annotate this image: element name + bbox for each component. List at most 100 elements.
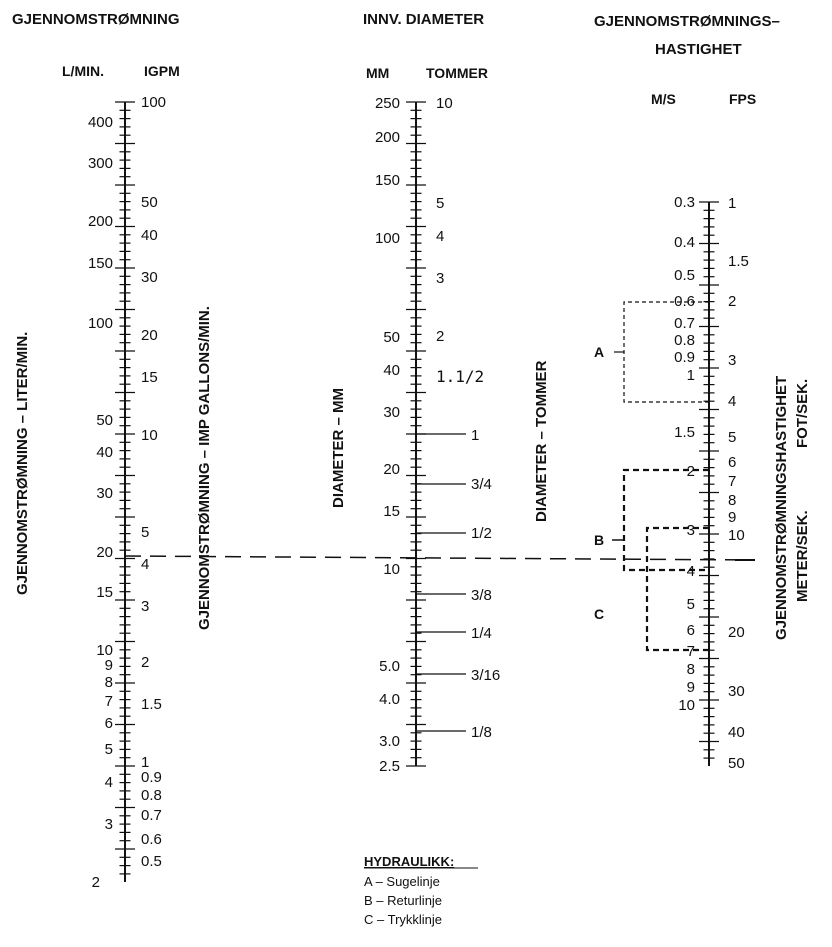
diameter-title-mm: DIAMETER – MM [330, 388, 347, 508]
velocity-left-label: 3 [687, 522, 695, 539]
flow-right-label: 30 [141, 269, 158, 286]
diameter-right-label: 4 [436, 228, 444, 245]
legend-item-c: C – Trykklinje [364, 912, 442, 927]
zone-a-bracket [623, 301, 709, 403]
velocity-ticks [699, 201, 719, 759]
velocity-right-label: 8 [728, 492, 736, 509]
flow-scale: GJENNOMSTRØMNING L/MIN. IGPM 400 300 200… [12, 11, 213, 891]
legend-item-b: B – Returlinje [364, 893, 442, 908]
velocity-left-label: 7 [687, 643, 695, 660]
diameter-right-label: 1/4 [471, 625, 492, 642]
diameter-left-label: 15 [383, 503, 400, 520]
velocity-scale: GJENNOMSTRØMNINGS– HASTIGHET M/S FPS 0.3… [594, 13, 811, 772]
zone-a-label: A [594, 344, 604, 360]
velocity-right-label: 2 [728, 293, 736, 310]
flow-left-label: 10 [96, 642, 113, 659]
velocity-title-meter: METER/SEK. [794, 510, 811, 602]
velocity-left-label: 0.7 [674, 315, 695, 332]
velocity-left-label: 0.9 [674, 349, 695, 366]
velocity-right-label: 9 [728, 509, 736, 526]
velocity-right-label: 20 [728, 624, 745, 641]
flow-left-label: 50 [96, 412, 113, 429]
velocity-left-label: 5 [687, 596, 695, 613]
flow-left-label: 30 [96, 485, 113, 502]
diameter-title-tommer: DIAMETER – TOMMER [533, 360, 550, 522]
diameter-left-label: 10 [383, 561, 400, 578]
diameter-right-label: 1/8 [471, 724, 492, 741]
flow-right-label: 50 [141, 194, 158, 211]
diameter-right-label: 3 [436, 270, 444, 287]
flow-right-label: 1.5 [141, 696, 162, 713]
diameter-left-label: 2.5 [379, 758, 400, 775]
diameter-unit-mm: MM [366, 65, 389, 81]
flow-left-label: 7 [105, 693, 113, 710]
hydraulic-zones [612, 301, 709, 652]
flow-right-label: 100 [141, 94, 166, 111]
velocity-left-label: 0.8 [674, 332, 695, 349]
flow-unit-igpm: IGPM [144, 63, 180, 79]
flow-left-label: 4 [105, 774, 113, 791]
flow-right-label: 20 [141, 327, 158, 344]
diameter-right-label: 5 [436, 195, 444, 212]
diameter-ticks [406, 101, 426, 767]
flow-left-label: 300 [88, 155, 113, 172]
flow-right-label: 3 [141, 598, 149, 615]
flow-left-label: 20 [96, 544, 113, 561]
velocity-left-label: 10 [678, 697, 695, 714]
velocity-left-label: 9 [687, 679, 695, 696]
diameter-leader-lines [416, 433, 466, 732]
diameter-left-labels: 250 200 150 100 50 40 30 20 15 10 5.0 4.… [375, 95, 400, 775]
velocity-right-label: 6 [728, 454, 736, 471]
diameter-left-label: 200 [375, 129, 400, 146]
velocity-left-label: 8 [687, 661, 695, 678]
diameter-left-label: 250 [375, 95, 400, 112]
flow-right-label: 40 [141, 227, 158, 244]
diameter-left-label: 150 [375, 172, 400, 189]
diameter-right-labels: 10 5 4 3 2 1.1/2 1 3/4 1/2 3/8 1/4 3/16 … [436, 95, 500, 741]
velocity-right-label: 30 [728, 683, 745, 700]
diameter-right-label: 1 [471, 427, 479, 444]
velocity-right-label: 4 [728, 393, 736, 410]
diameter-left-label: 40 [383, 362, 400, 379]
legend-item-a: A – Sugelinje [364, 874, 440, 889]
flow-right-label: 5 [141, 524, 149, 541]
flow-left-label: 6 [105, 715, 113, 732]
diameter-left-label: 50 [383, 329, 400, 346]
example-reading-line [124, 555, 756, 561]
velocity-title-main: GJENNOMSTRØMNINGSHASTIGHET [773, 376, 790, 640]
flow-left-label: 9 [105, 657, 113, 674]
flow-right-label: 15 [141, 369, 158, 386]
flow-right-label: 4 [141, 556, 149, 573]
zone-c-label: C [594, 606, 604, 622]
velocity-title-fot: FOT/SEK. [794, 379, 811, 448]
velocity-header-line2: HASTIGHET [655, 41, 742, 58]
flow-right-label: 0.7 [141, 807, 162, 824]
flow-right-label: 0.5 [141, 853, 162, 870]
legend: HYDRAULIKK: A – Sugelinje B – Returlinje… [364, 854, 478, 927]
velocity-left-label: 1 [687, 367, 695, 384]
velocity-left-label: 6 [687, 622, 695, 639]
velocity-right-label: 1.5 [728, 253, 749, 270]
flow-header: GJENNOMSTRØMNING [12, 11, 180, 28]
flow-left-label: 3 [105, 816, 113, 833]
zone-b-label: B [594, 532, 604, 548]
diameter-left-label: 3.0 [379, 733, 400, 750]
velocity-right-label: 7 [728, 473, 736, 490]
velocity-left-label: 2 [687, 463, 695, 480]
velocity-right-label: 50 [728, 755, 745, 772]
flow-left-label: 8 [105, 674, 113, 691]
flow-right-label: 1 [141, 754, 149, 771]
diameter-right-label: 3/16 [471, 667, 500, 684]
zone-b-bracket [622, 468, 709, 572]
velocity-right-label: 10 [728, 527, 745, 544]
velocity-right-label: 5 [728, 429, 736, 446]
flow-title-liter: GJENNOMSTRØMNING – LITER/MIN. [14, 332, 31, 595]
diameter-right-label: 1/2 [471, 525, 492, 542]
diameter-left-label: 30 [383, 404, 400, 421]
zone-c-bracket [645, 526, 709, 652]
diameter-right-label: 2 [436, 328, 444, 345]
flow-left-label: 5 [105, 741, 113, 758]
flow-right-label: 0.6 [141, 831, 162, 848]
flow-left-label: 40 [96, 444, 113, 461]
diameter-unit-tommer: TOMMER [426, 65, 488, 81]
